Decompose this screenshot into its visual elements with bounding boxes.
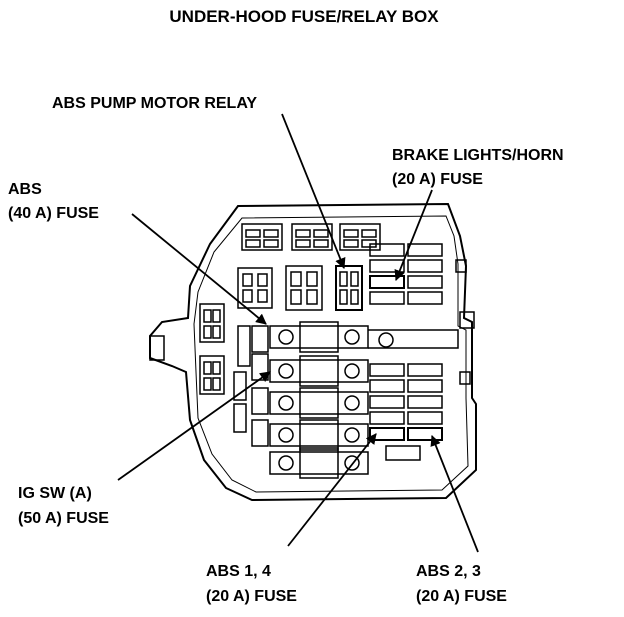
relay-sockets <box>237 265 363 311</box>
abs-2-3-leader <box>430 434 479 553</box>
abs-1-4-leader <box>287 433 377 547</box>
ig-sw-leader <box>117 371 271 481</box>
abs-2-3-label: ABS 2, 3 <box>416 563 481 580</box>
brake-lights-leader <box>394 189 433 282</box>
left-connectors <box>199 303 251 433</box>
ig-sw-50a-fuse <box>269 359 369 383</box>
abs-2-3-rating: (20 A) FUSE <box>416 588 507 605</box>
abs-pump-motor-relay-label: ABS PUMP MOTOR RELAY <box>52 95 257 112</box>
diagram-title: UNDER-HOOD FUSE/RELAY BOX <box>169 7 439 26</box>
abs-1-4-rating: (20 A) FUSE <box>206 588 297 605</box>
abs-pump-relay-leader <box>281 113 346 270</box>
large-fuse-bank <box>251 321 459 479</box>
abs-pump-motor-relay-socket <box>335 265 363 311</box>
abs-2-3-fuse <box>407 427 443 441</box>
abs-1-4-label: ABS 1, 4 <box>206 563 271 580</box>
brake-lights-horn-fuse <box>369 275 405 289</box>
small-fuse-grid <box>369 243 443 461</box>
ig-sw-rating: (50 A) FUSE <box>18 510 109 527</box>
brake-lights-horn-label: BRAKE LIGHTS/HORN <box>392 147 564 164</box>
brake-lights-horn-rating: (20 A) FUSE <box>392 171 483 188</box>
abs-40-rating: (40 A) FUSE <box>8 205 99 222</box>
leader-lines <box>117 113 479 553</box>
abs-40a-fuse <box>269 325 369 349</box>
fuse-box-outline <box>149 202 477 502</box>
top-relay-connectors <box>241 223 381 251</box>
abs-40-leader <box>131 213 267 325</box>
abs-40-label: ABS <box>8 181 42 198</box>
ig-sw-label: IG SW (A) <box>18 485 92 502</box>
